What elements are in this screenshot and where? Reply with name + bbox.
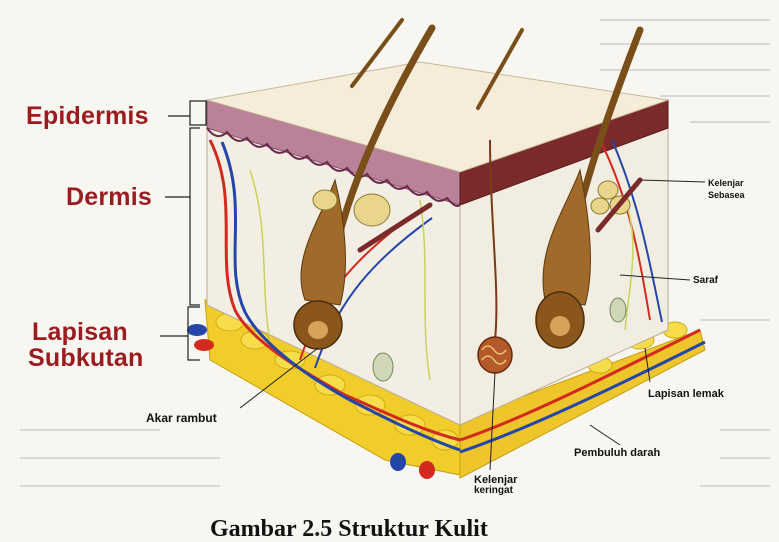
label-akar-rambut: Akar rambut (146, 412, 217, 424)
label-dermis: Dermis (66, 184, 152, 210)
label-subkutan: Subkutan (28, 345, 144, 371)
figure-caption: Gambar 2.5 Struktur Kulit (210, 517, 610, 541)
layer-brackets (160, 101, 206, 360)
label-pembuluh-darah: Pembuluh darah (574, 447, 660, 459)
label-lapisan-lemak: Lapisan lemak (648, 388, 724, 400)
label-kelenjar-keringat-2: keringat (474, 485, 513, 497)
label-epidermis: Epidermis (26, 103, 149, 129)
label-saraf: Saraf (693, 275, 718, 287)
label-lapisan: Lapisan (32, 319, 128, 345)
label-kelenjar-sebasea: Kelenjar Sebasea (708, 177, 779, 201)
